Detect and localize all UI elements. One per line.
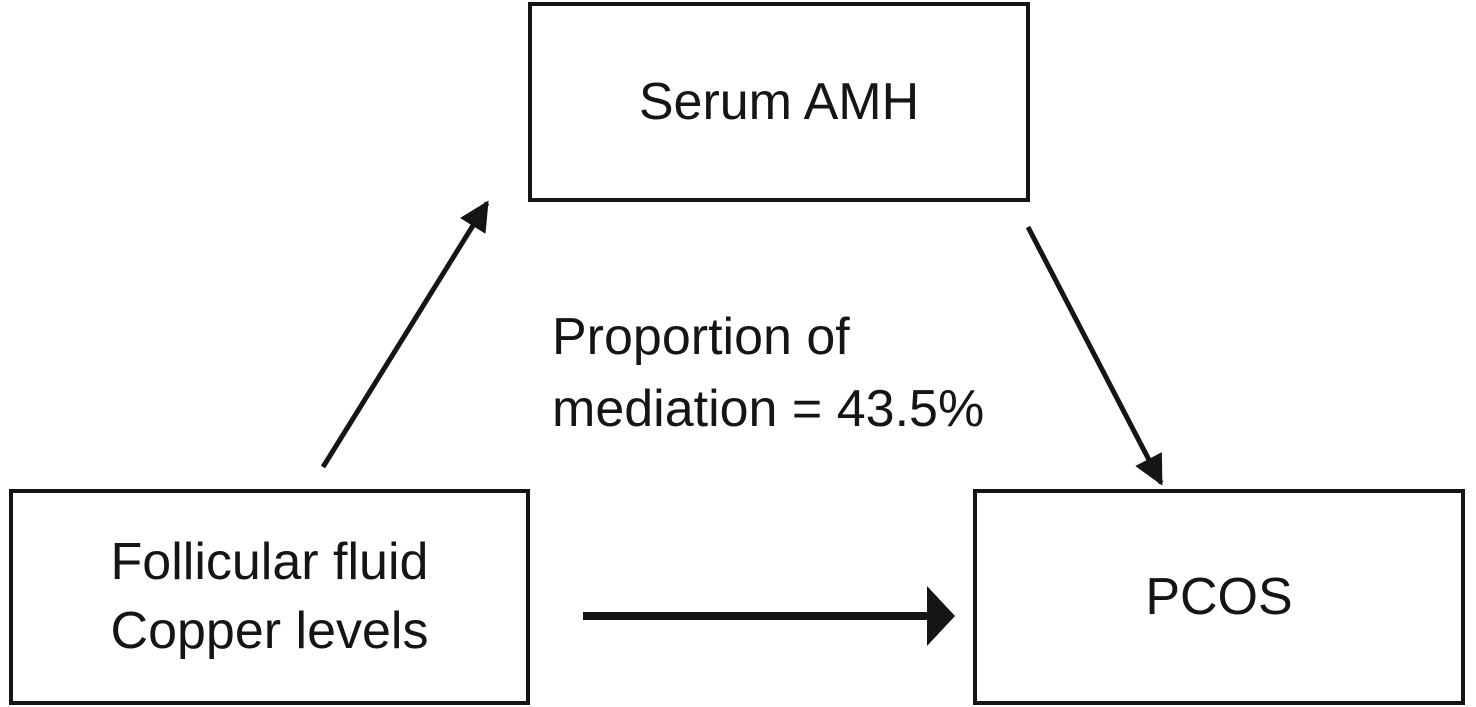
node-label-line-2: Copper levels xyxy=(110,602,429,660)
arrow-exposure-to-mediator xyxy=(320,200,490,469)
arrow-head-exposure-to-outcome xyxy=(927,586,955,646)
annotation-line-2: mediation = 43.5% xyxy=(552,379,985,438)
node-label: Follicular fluid Copper levels xyxy=(111,528,429,665)
node-label: PCOS xyxy=(1145,567,1293,626)
node-pcos: PCOS xyxy=(973,489,1465,705)
node-serum-amh: Serum AMH xyxy=(528,2,1030,202)
arrow-mediator-to-outcome xyxy=(1025,225,1164,486)
node-label-line-1: Follicular fluid xyxy=(110,533,429,592)
node-follicular-fluid-copper: Follicular fluid Copper levels xyxy=(9,489,530,705)
annotation-line-1: Proportion of xyxy=(552,308,850,366)
node-label: Serum AMH xyxy=(638,72,920,131)
mediation-proportion-label: Proportion of mediation = 43.5% xyxy=(552,302,984,446)
